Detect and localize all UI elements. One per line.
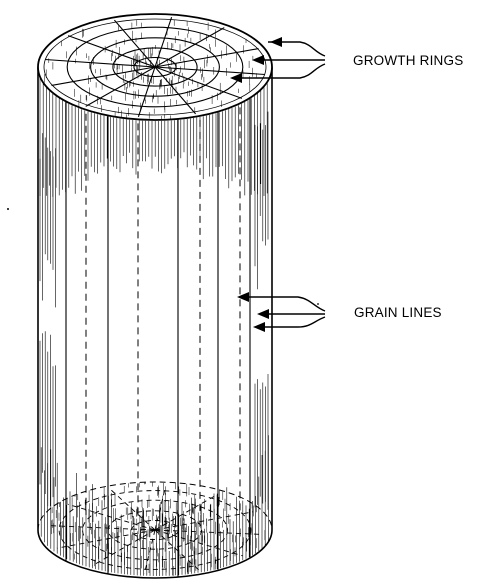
arrowhead-icon bbox=[270, 37, 282, 47]
medullary-ray bbox=[154, 529, 200, 571]
grain-lines-leader bbox=[262, 316, 326, 328]
growth-ring bbox=[90, 37, 220, 97]
medullary-ray bbox=[113, 19, 156, 68]
medullary-ray bbox=[154, 493, 219, 531]
medullary-ray bbox=[45, 58, 156, 68]
medullary-ray bbox=[91, 529, 156, 567]
arrowhead-icon bbox=[257, 309, 269, 319]
medullary-ray bbox=[137, 66, 156, 117]
arrowhead-icon bbox=[252, 55, 264, 65]
grain-lines-dashed bbox=[85, 107, 241, 515]
medullary-ray bbox=[67, 503, 156, 531]
medullary-ray bbox=[154, 66, 265, 76]
bottom-hatching bbox=[51, 482, 266, 576]
medullary-ray bbox=[67, 35, 156, 68]
medullary-ray bbox=[143, 529, 156, 575]
medullary-ray bbox=[51, 66, 156, 86]
grain-lines-solid bbox=[65, 97, 251, 578]
arrowhead-icon bbox=[230, 73, 242, 83]
arrowhead-icon bbox=[253, 322, 265, 332]
arrowhead-icon bbox=[237, 292, 249, 302]
bottom-growth-rings bbox=[58, 490, 252, 570]
medullary-ray bbox=[154, 27, 225, 68]
grain-lines-callout bbox=[237, 292, 326, 332]
growth-ring bbox=[112, 47, 198, 87]
medullary-ray bbox=[154, 66, 197, 115]
growth-ring bbox=[131, 519, 179, 541]
print-speck bbox=[317, 303, 319, 305]
medullary-ray bbox=[154, 529, 243, 557]
growth-ring bbox=[58, 490, 252, 570]
growth-rings-label: GROWTH RINGS bbox=[353, 53, 463, 68]
growth-ring bbox=[66, 26, 244, 108]
top-end-edge bbox=[37, 13, 273, 121]
bottom-back-edge bbox=[37, 481, 273, 531]
growth-ring bbox=[107, 510, 203, 550]
growth-ring bbox=[133, 56, 177, 78]
top-growth-rings bbox=[66, 26, 244, 108]
top-rays bbox=[45, 17, 265, 117]
medullary-ray bbox=[110, 489, 156, 531]
cylinder-outline bbox=[37, 67, 273, 579]
top-end-face bbox=[37, 13, 273, 121]
grain-lines-label: GRAIN LINES bbox=[354, 305, 442, 320]
grain-lines-leader bbox=[245, 296, 326, 312]
top-end-rim bbox=[43, 18, 267, 116]
medullary-ray bbox=[154, 511, 254, 531]
medullary-ray bbox=[154, 48, 259, 68]
growth-ring bbox=[82, 499, 228, 561]
bottom-front-edge bbox=[37, 529, 273, 579]
bottom-end-face bbox=[37, 481, 273, 576]
growth-rings-callout bbox=[230, 37, 326, 83]
medullary-ray bbox=[56, 529, 156, 549]
medullary-ray bbox=[85, 66, 156, 107]
medullary-ray bbox=[154, 17, 173, 68]
medullary-ray bbox=[154, 66, 243, 99]
growth-rings-leader bbox=[268, 41, 326, 57]
growth-rings-leader bbox=[236, 63, 326, 79]
print-speck bbox=[7, 208, 9, 210]
side-hatching bbox=[39, 77, 269, 576]
